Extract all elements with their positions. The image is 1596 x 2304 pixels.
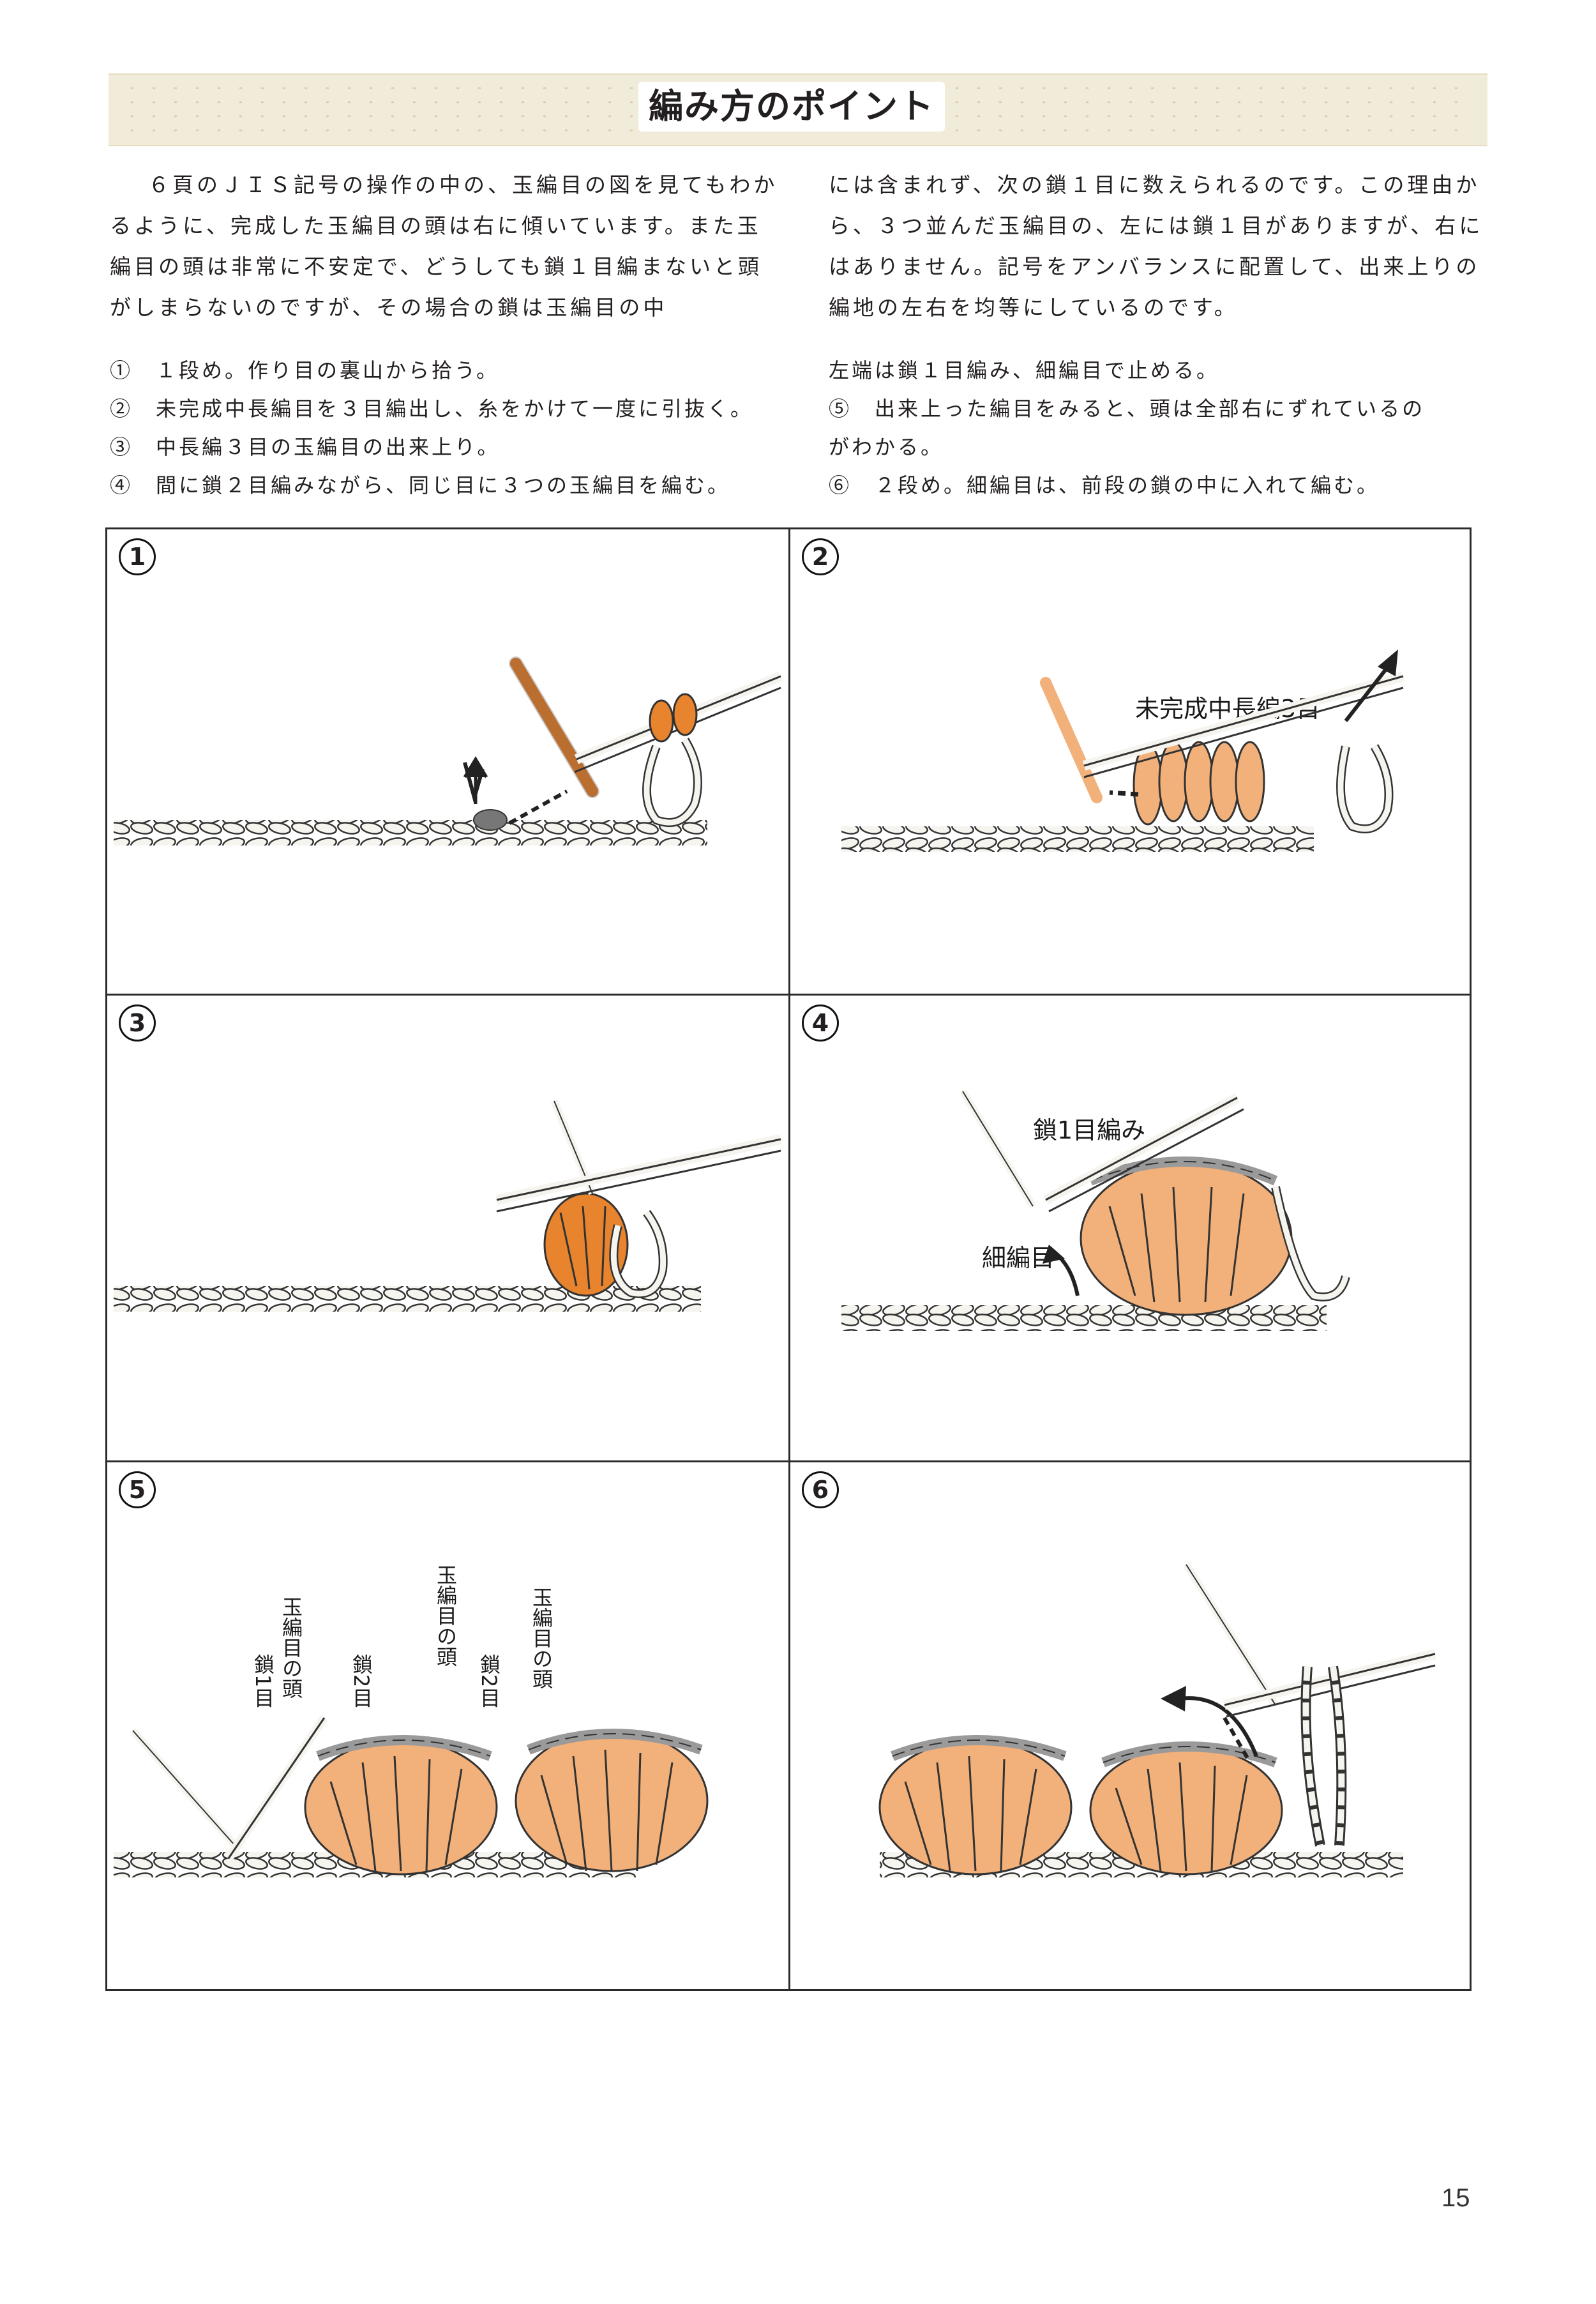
grid-divider-vertical xyxy=(788,529,790,1989)
figure-6: 6 xyxy=(790,1462,1472,1991)
figure-3-illustration xyxy=(114,1099,782,1312)
page-title: 編み方のポイント xyxy=(638,82,945,132)
grid-divider-row-2 xyxy=(107,1460,1470,1462)
step-3: ③ 中長編３目の玉編目の出来上り。 xyxy=(110,435,501,459)
figure-number-1: 1 xyxy=(119,538,156,575)
figure-2-illustration xyxy=(841,649,1405,852)
step-4-cont: 左端は鎖１目編み、細編目で止める。 xyxy=(829,358,1220,383)
label-chain-2-b: 鎖2目 xyxy=(477,1654,501,1708)
label-puff-head-2: 玉編目の頭 xyxy=(433,1565,458,1667)
arrow-head xyxy=(463,756,488,804)
figure-number-3: 3 xyxy=(119,1004,156,1042)
grid-divider-row-1 xyxy=(107,994,1470,996)
step-5-cont: がわかる。 xyxy=(829,435,944,459)
figure-5: 5 玉編目の頭 鎖1目 鎖2目 玉編目の頭 鎖2目 玉編目の頭 xyxy=(107,1462,788,1991)
figure-4: 4 鎖1目編み 細編目 xyxy=(790,996,1472,1460)
label-chain-1: 鎖1目 xyxy=(251,1654,275,1708)
page-number: 15 xyxy=(1442,2184,1470,2212)
figure-grid: 1 2 未完成中長編3目 xyxy=(105,527,1472,1991)
figure-4-illustration xyxy=(841,1089,1350,1331)
puff-stitch-left xyxy=(878,1735,1073,1876)
figure-2: 2 未完成中長編3目 xyxy=(790,529,1472,994)
step-4: ④ 間に鎖２目編みながら、同じ目に３つの玉編目を編む。 xyxy=(110,473,731,497)
unfinished-loops xyxy=(1133,741,1265,826)
figure-1-illustration xyxy=(114,656,783,845)
foundation-chain xyxy=(114,820,707,845)
yarn-strand xyxy=(1040,677,1103,803)
foundation-chain xyxy=(114,1286,701,1312)
figure-number-2: 2 xyxy=(802,538,839,575)
next-row-arrow xyxy=(1179,1696,1258,1757)
back-loop xyxy=(473,809,508,831)
intro-paragraph-left: ６頁のＪＩＳ記号の操作の中の、玉編目の図を見てもわかるように、完成した玉編目の頭… xyxy=(110,172,778,320)
label-single-crochet: 細編目 xyxy=(982,1244,1055,1272)
puff-stitch-left xyxy=(304,1735,498,1876)
figure-5-illustration xyxy=(114,1715,709,1877)
puff-stitch xyxy=(543,1192,629,1297)
step-2: ② 未完成中長編目を３目編出し、糸をかけて一度に引抜く。 xyxy=(110,397,754,421)
figure-number-5: 5 xyxy=(119,1471,156,1508)
step-1: ① １段め。作り目の裏山から拾う。 xyxy=(110,358,500,383)
puff-stitch-right xyxy=(1089,1741,1283,1876)
step-6: ⑥ ２段め。細編目は、前段の鎖の中に入れて編む。 xyxy=(829,473,1380,497)
label-puff-head-1: 玉編目の頭 xyxy=(279,1596,303,1699)
foundation-chain xyxy=(841,826,1314,852)
foundation-chain xyxy=(841,1305,1327,1331)
label-puff-head-3: 玉編目の頭 xyxy=(529,1587,553,1689)
hook-path-dashed xyxy=(508,789,568,825)
figure-3: 3 xyxy=(107,996,788,1460)
figure-number-6: 6 xyxy=(802,1471,839,1508)
intro-paragraph-right: には含まれず、次の鎖１目に数えられるのです。この理由から、３つ並んだ玉編目の、左… xyxy=(829,172,1484,320)
puff-stitch-cluster xyxy=(1080,1156,1293,1316)
step-5: ⑤ 出来上った編目をみると、頭は全部右にずれているの xyxy=(829,397,1426,421)
pull-through-arrow xyxy=(1344,662,1392,722)
figure-6-illustration xyxy=(878,1562,1436,1877)
label-chain-one: 鎖1目編み xyxy=(1033,1116,1146,1144)
label-chain-2-a: 鎖2目 xyxy=(349,1654,373,1708)
figure-number-4: 4 xyxy=(802,1004,839,1042)
puff-stitch-right xyxy=(515,1729,709,1872)
figure-1: 1 xyxy=(107,529,788,994)
